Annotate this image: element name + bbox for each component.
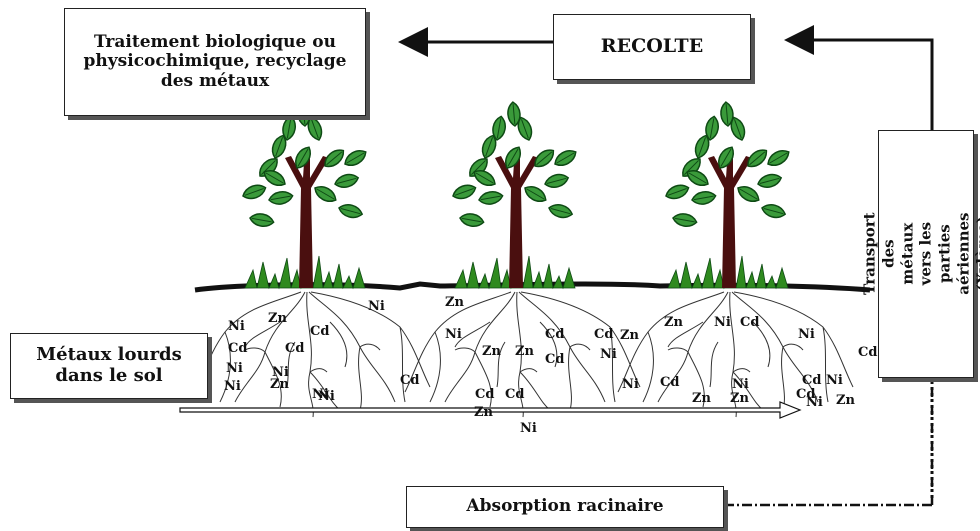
metal-label-ni: Ni (228, 320, 245, 333)
metal-label-zn: Zn (445, 296, 464, 309)
metal-label-ni: Ni (368, 300, 385, 313)
treatment-box: Traitement biologique ou physicochimique… (64, 8, 366, 116)
metal-label-ni: Ni (798, 328, 815, 341)
metal-label-cd: Cd (740, 316, 759, 329)
soil-metals-label: Métaux lourds dans le sol (11, 345, 207, 386)
metal-label-ni: Ni (714, 316, 731, 329)
metal-label-zn: Zn (482, 345, 501, 358)
soil-metals-box: Métaux lourds dans le sol (10, 333, 208, 399)
metal-label-ni: Ni (622, 378, 639, 391)
metal-label-zn: Zn (664, 316, 683, 329)
tree-2 (451, 102, 579, 288)
metal-label-ni: Ni (445, 328, 462, 341)
metal-label-ni: Ni (318, 390, 335, 403)
metal-label-zn: Zn (692, 392, 711, 405)
metal-label-cd: Cd (545, 353, 564, 366)
metal-label-cd: Cd (505, 388, 524, 401)
metal-label-ni: Ni (600, 348, 617, 361)
metal-label-ni: Ni (806, 396, 823, 409)
metal-label-cd: Cd (310, 325, 329, 338)
root-absorption-label: Absorption racinaire (466, 497, 663, 517)
metal-label-zn: Zn (730, 392, 749, 405)
metal-label-zn: Zn (474, 406, 493, 419)
harvest-box: RECOLTE (553, 14, 751, 80)
metal-label-zn: Zn (268, 312, 287, 325)
tree-3 (664, 102, 792, 288)
metal-label-ni: Ni (732, 378, 749, 391)
metal-label-cd: Cd (858, 346, 877, 359)
metal-label-zn: Zn (515, 345, 534, 358)
xylem-transport-label: Transport des métaux vers les parties aé… (860, 207, 980, 301)
metal-label-ni: Ni (520, 422, 537, 435)
root-absorption-box: Absorption racinaire (406, 486, 724, 528)
metal-label-cd: Cd (475, 388, 494, 401)
metal-label-zn: Zn (836, 394, 855, 407)
harvest-label: RECOLTE (601, 36, 703, 58)
metal-label-ni: Ni (224, 380, 241, 393)
tree-1 (241, 102, 369, 288)
metal-label-cd: Cd (545, 328, 564, 341)
metal-label-cd: Cd (228, 342, 247, 355)
metal-label-cd: Cd (285, 342, 304, 355)
metal-label-zn: Zn (620, 329, 639, 342)
metal-label-cd: Cd (594, 328, 613, 341)
metal-label-cd: Cd (660, 376, 679, 389)
metal-label-ni: Ni (226, 362, 243, 375)
metal-label-cd: Cd (400, 374, 419, 387)
xylem-transport-box: Transport des métaux vers les parties aé… (878, 130, 974, 378)
metal-label-ni: Ni (826, 374, 843, 387)
metal-label-cd: Cd (802, 374, 821, 387)
metal-label-ni: Ni (272, 366, 289, 379)
treatment-label: Traitement biologique ou physicochimique… (73, 33, 357, 92)
